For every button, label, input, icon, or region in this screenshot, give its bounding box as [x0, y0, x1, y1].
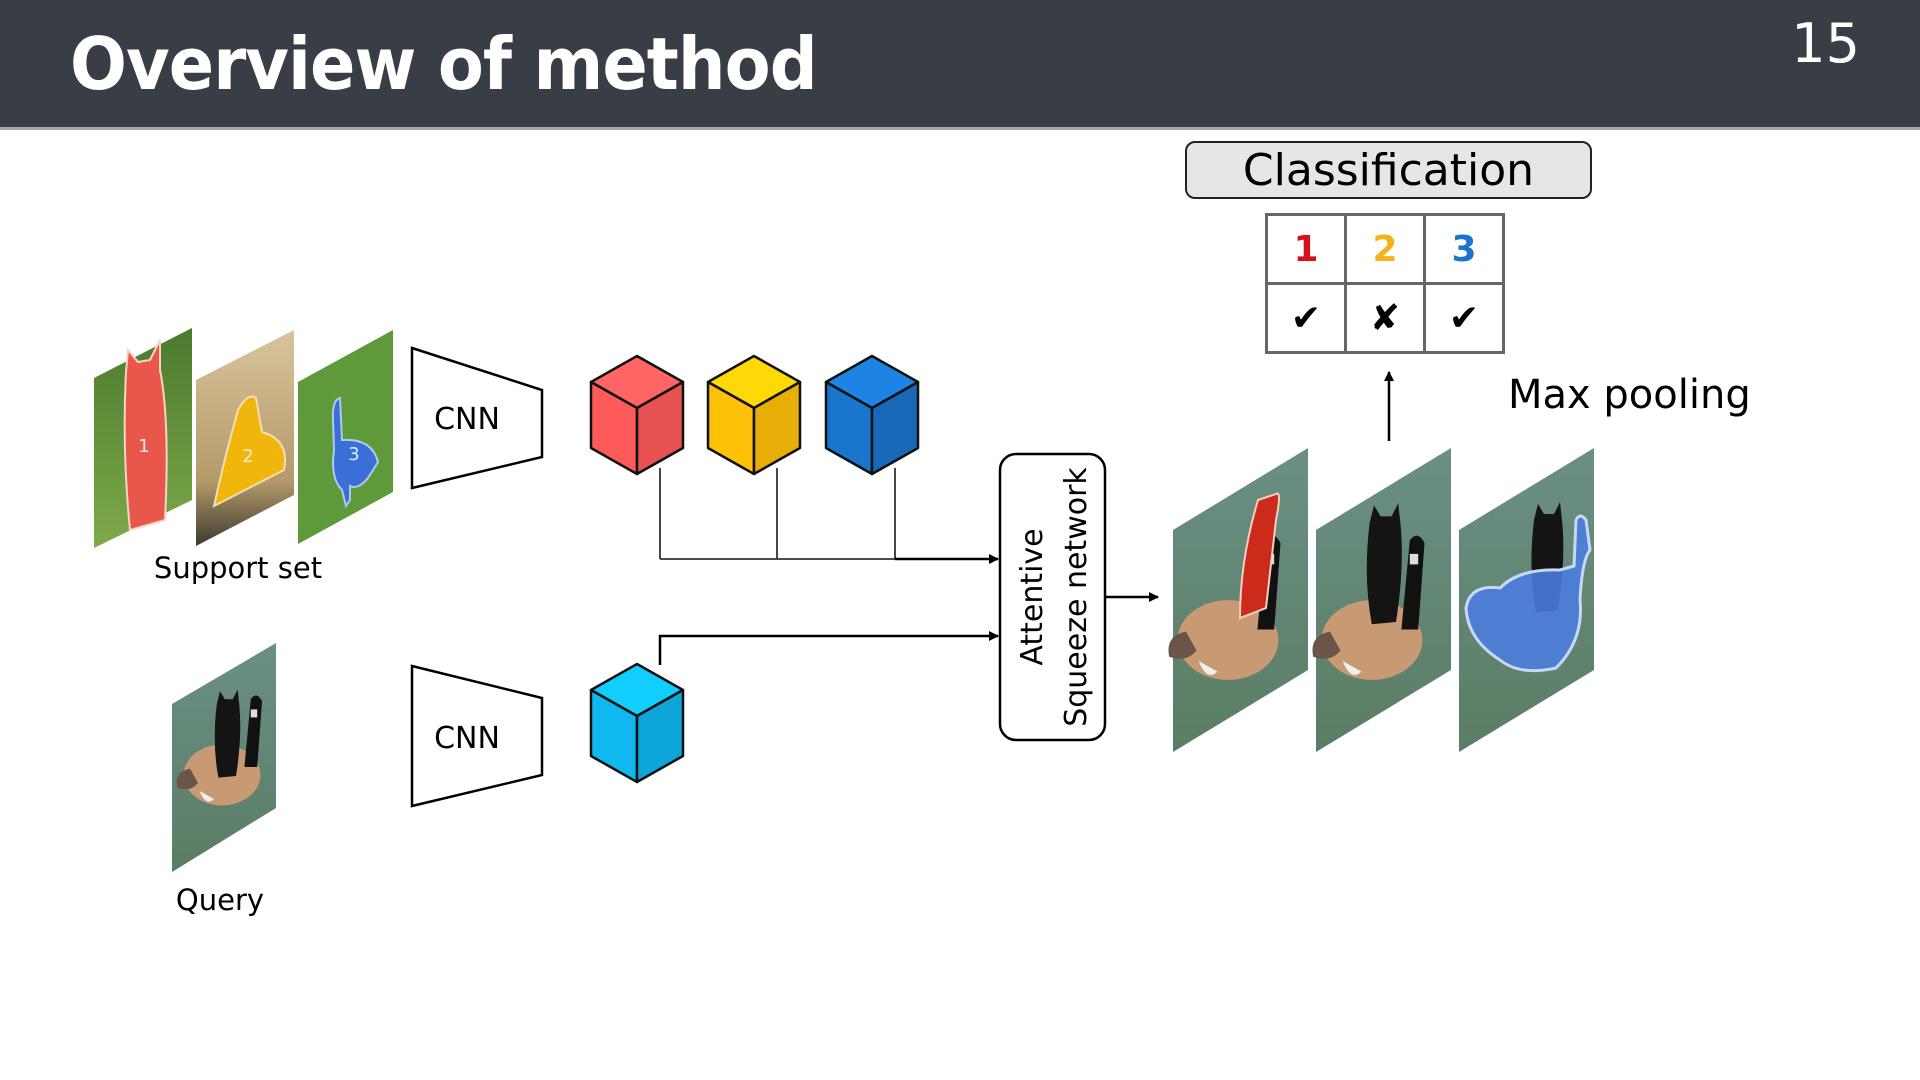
support-class-number-1: 1 — [138, 436, 149, 457]
class-header-2: 2 — [1344, 213, 1426, 285]
cnn-encoder-query: CNN — [410, 664, 544, 808]
asn-label-line2: Squeeze network — [1059, 467, 1094, 727]
max-pooling-label: Max pooling — [1508, 372, 1751, 418]
cube-right-face — [635, 688, 685, 784]
support-image-1: 1 — [94, 328, 192, 548]
yellow-mask-dog — [212, 395, 286, 508]
support-feature-cube-3 — [824, 354, 920, 476]
cube-right-face — [635, 380, 685, 476]
support-class-number-3: 3 — [348, 444, 359, 465]
output-mask-image-3 — [1459, 448, 1594, 752]
classification-table: 1 2 3 ✔ ✘ ✔ — [1265, 213, 1505, 354]
support-image-2: 2 — [196, 330, 294, 546]
slide-title: Overview of method — [70, 22, 818, 106]
support-feature-cube-2 — [706, 354, 802, 476]
query-feature-cube — [589, 662, 685, 784]
output-mask-image-1 — [1168, 448, 1308, 752]
cube-right-face — [870, 380, 920, 476]
page-number: 15 — [1791, 12, 1860, 75]
check-icon: ✔ — [1265, 282, 1347, 354]
attentive-squeeze-network-box: Attentive Squeeze network — [998, 452, 1107, 742]
support-set-label: Support set — [154, 551, 322, 585]
query-label: Query — [176, 883, 264, 917]
blue-mask-output — [1464, 514, 1592, 673]
arrow-query-to-asn — [658, 631, 999, 665]
cube-right-face — [752, 380, 802, 476]
check-icon: ✔ — [1423, 282, 1505, 354]
cross-icon: ✘ — [1344, 282, 1426, 354]
classification-header: Classification — [1185, 141, 1592, 199]
support-feature-connectors — [659, 468, 896, 560]
cnn-encoder-support: CNN — [410, 346, 544, 490]
red-mask-cat — [123, 339, 168, 532]
slide-header: Overview of method 15 — [0, 0, 1920, 130]
classification-result-row: ✔ ✘ ✔ — [1265, 282, 1505, 354]
blue-mask-bird — [331, 396, 380, 509]
query-image — [172, 643, 276, 872]
support-image-3: 3 — [298, 330, 393, 544]
support-feature-cube-1 — [589, 354, 685, 476]
red-mask-output — [1238, 492, 1280, 620]
cnn-label-top: CNN — [434, 402, 500, 437]
cnn-label-bottom: CNN — [434, 721, 500, 756]
class-header-3: 3 — [1423, 213, 1505, 285]
class-header-1: 1 — [1265, 213, 1347, 285]
output-mask-image-2 — [1312, 448, 1451, 752]
asn-label-line1: Attentive — [1015, 528, 1050, 665]
classification-header-row: 1 2 3 — [1265, 213, 1505, 285]
support-class-number-2: 2 — [242, 446, 253, 467]
